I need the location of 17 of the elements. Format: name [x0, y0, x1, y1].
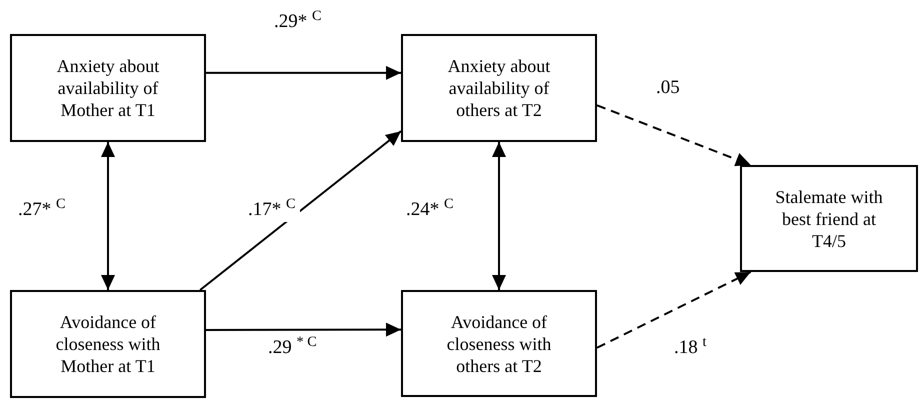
- variable-label: Anxiety about availability of Mother at T1: [56, 55, 160, 121]
- arrow: [596, 271, 752, 349]
- variable-box: [401, 34, 597, 142]
- arrow: [206, 322, 401, 337]
- variable-label: Anxiety about availability of others at T2: [446, 55, 552, 121]
- variable-box: [740, 165, 918, 272]
- variable-box: [10, 34, 206, 142]
- variable-label: Avoidance of closeness with others at T2: [446, 310, 552, 376]
- variable-label: Avoidance of closeness with Mother at T1: [54, 311, 162, 377]
- variable-box: [401, 290, 597, 397]
- variable-label: Stalemate with best friend at T4/5: [774, 186, 884, 252]
- arrow: [101, 142, 115, 290]
- arrow: [596, 104, 752, 166]
- arrow: [200, 130, 402, 291]
- arrow: [492, 142, 506, 290]
- arrow: [206, 66, 401, 80]
- variable-box: [10, 290, 206, 398]
